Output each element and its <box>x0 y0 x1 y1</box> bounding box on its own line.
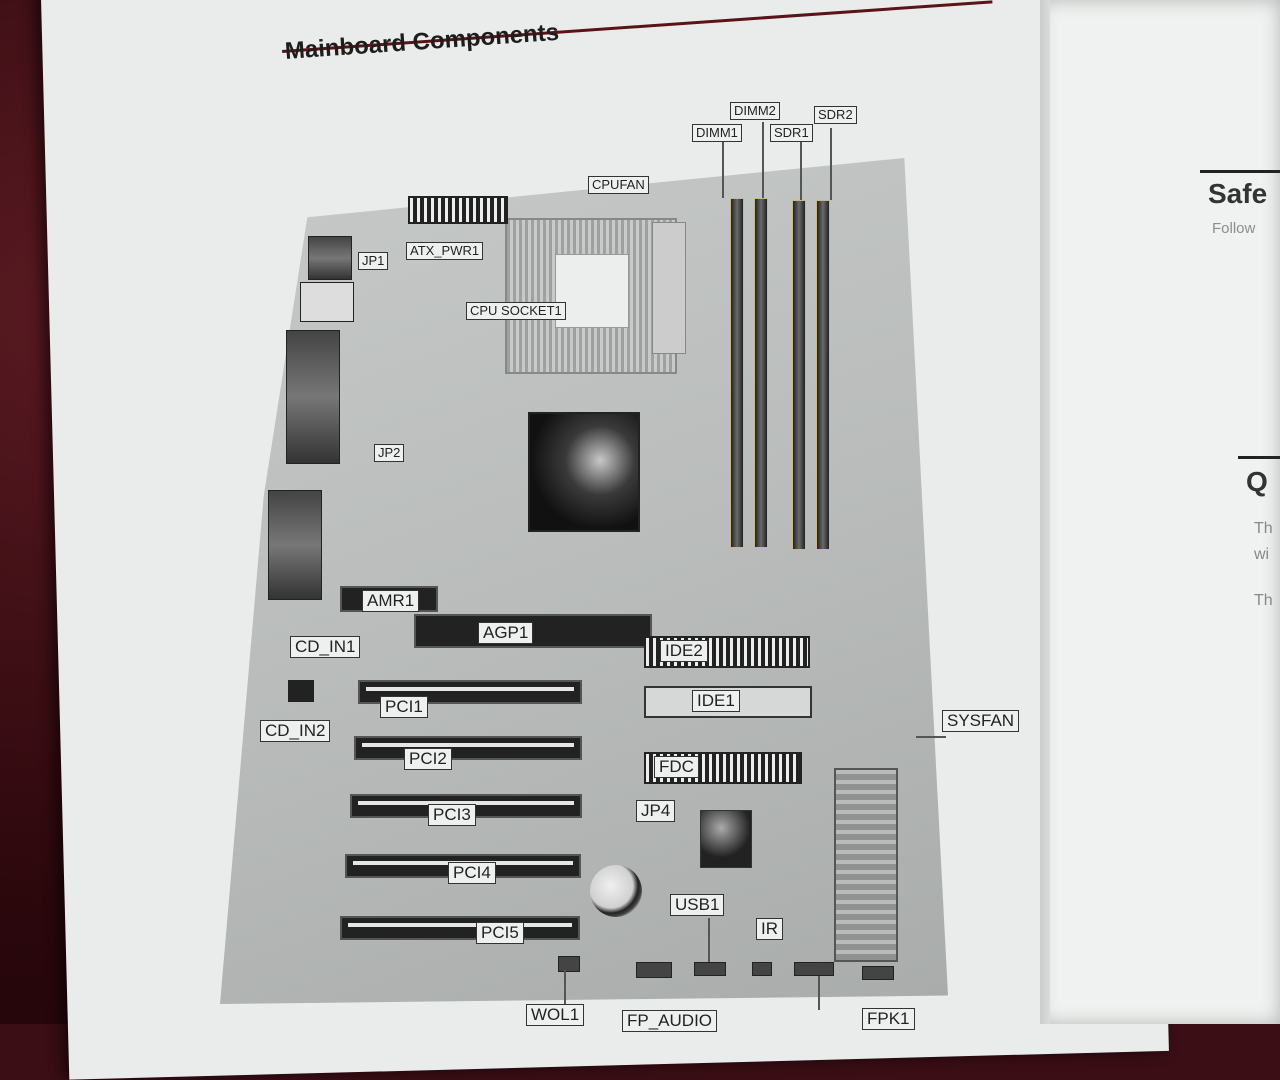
cmos-battery <box>590 865 642 917</box>
label-atx-pwr1: ATX_PWR1 <box>406 242 484 260</box>
leader-line <box>800 142 802 200</box>
dimm-slot-1 <box>730 198 744 548</box>
cpu-socket-center <box>555 254 629 328</box>
leader-line <box>722 142 724 198</box>
label-jp2: JP2 <box>374 444 405 462</box>
label-agp1: AGP1 <box>478 622 534 644</box>
label-cd-in2: CD_IN2 <box>260 720 331 742</box>
right-page-heading-2: Q <box>1246 466 1268 497</box>
leader-line <box>830 128 832 200</box>
right-page-rule-2 <box>1238 456 1280 459</box>
label-ide2: IDE2 <box>660 640 708 662</box>
label-dimm2: DIMM2 <box>730 102 780 120</box>
sdr-slot-1 <box>792 200 806 550</box>
label-cpu-socket1: CPU SOCKET1 <box>466 302 566 320</box>
ps2-port <box>308 236 352 280</box>
label-jp1: JP1 <box>358 252 389 270</box>
fpk-header <box>862 966 894 980</box>
leader-line <box>564 970 566 1008</box>
label-fpk1: FPK1 <box>862 1008 915 1030</box>
label-fp-audio: FP_AUDIO <box>622 1010 718 1032</box>
right-page: Safe Follow Q Th wi Th <box>1050 0 1280 1024</box>
leader-line <box>708 918 710 962</box>
label-amr1: AMR1 <box>362 590 420 612</box>
label-ide1: IDE1 <box>692 690 740 712</box>
parallel-port <box>286 330 340 464</box>
wol-header <box>558 956 580 972</box>
label-pci4: PCI4 <box>448 862 496 884</box>
io-controller-chip <box>700 810 752 868</box>
usb-port-block <box>300 282 354 322</box>
bios-chip-area <box>834 768 898 962</box>
label-fdc: FDC <box>654 756 699 778</box>
right-page-heading: Safe <box>1208 178 1268 209</box>
ir-header <box>752 962 772 976</box>
socket-lever <box>652 222 686 354</box>
front-panel-header <box>794 962 834 976</box>
label-pci3: PCI3 <box>428 804 476 826</box>
label-sysfan: SYSFAN <box>942 710 1020 732</box>
right-page-rule <box>1200 170 1280 173</box>
dimm-slot-2 <box>754 198 768 548</box>
serial-port <box>268 490 322 600</box>
label-cpufan: CPUFAN <box>588 176 649 194</box>
usb-header <box>694 962 726 976</box>
fp-audio-header <box>636 962 672 978</box>
right-page-text: Th <box>1254 520 1273 537</box>
right-page-subtext: Follow <box>1212 220 1256 237</box>
label-pci1: PCI1 <box>380 696 428 718</box>
label-usb1: USB1 <box>670 894 725 916</box>
leader-line <box>818 976 820 1010</box>
label-sdr1: SDR1 <box>770 124 813 142</box>
label-sdr2: SDR2 <box>814 106 857 124</box>
north-bridge-chip <box>528 412 640 532</box>
label-pci5: PCI5 <box>476 922 524 944</box>
right-page-text: wi <box>1254 546 1270 563</box>
leader-line <box>916 736 946 738</box>
pci-slot-2 <box>354 736 582 760</box>
label-cd-in1: CD_IN1 <box>290 636 361 658</box>
label-jp4: JP4 <box>636 800 676 822</box>
label-ir: IR <box>756 918 783 940</box>
leader-line <box>762 122 764 198</box>
label-dimm1: DIMM1 <box>692 124 742 142</box>
pci-slot-5 <box>340 916 580 940</box>
label-wol1: WOL1 <box>526 1004 585 1026</box>
atx-power-connector <box>408 196 508 224</box>
sdr-slot-2 <box>816 200 830 550</box>
cd-in-connector <box>288 680 314 702</box>
right-page-text: Th <box>1254 592 1273 609</box>
label-pci2: PCI2 <box>404 748 452 770</box>
